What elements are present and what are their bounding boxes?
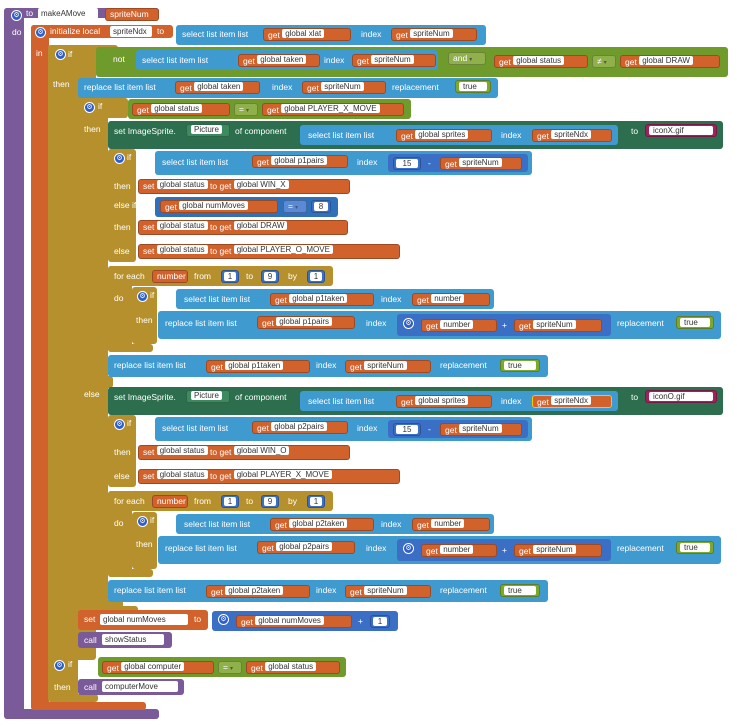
true-value[interactable]: true [500,359,540,372]
if-mutator-icon[interactable]: ⚙ [114,153,125,164]
picture-dropdown[interactable]: Picture [186,124,230,137]
select-list-item-label: select list item list [182,29,249,39]
true-value[interactable]: true [676,316,714,329]
get-global-taken[interactable]: get global taken [238,54,320,67]
if-mutator-icon[interactable]: ⚙ [137,291,148,302]
loop-var-number[interactable]: number [152,495,188,508]
get-spriteNum[interactable]: get spriteNum [352,54,436,67]
procedure-param: spriteNum [105,8,159,21]
get-spriteNum[interactable]: get spriteNum [391,28,477,41]
number-8[interactable]: 8 [311,200,331,213]
get-global-player-x-move[interactable]: get global PLAYER_X_MOVE [262,103,404,116]
set-global-status-win-o[interactable]: set global status to get global WIN_O [138,445,350,460]
get-global-draw[interactable]: get global DRAW [620,55,720,68]
number-1[interactable]: 1 [221,270,239,283]
initialize-mutator-icon[interactable]: ⚙ [35,27,46,38]
number-1[interactable]: 1 [221,495,239,508]
get-global-p1pairs[interactable]: get global p1pairs [252,155,348,168]
eq-dropdown[interactable]: =▾ [218,661,242,674]
number-1[interactable]: 1 [370,615,390,628]
if-else-win-x[interactable] [108,149,136,262]
get-global-p1taken[interactable]: get global p1taken [270,293,374,306]
procedure-dropdown[interactable]: showStatus [102,634,164,645]
picture-dropdown[interactable]: Picture [186,390,230,403]
number-9[interactable]: 9 [261,270,279,283]
number-15[interactable]: 15 [393,423,421,436]
set-global-status-draw[interactable]: set global status to get global DRAW [138,220,348,235]
number-15[interactable]: 15 [393,157,421,170]
get-global-numMoves[interactable]: get global numMoves [236,615,352,628]
get-global-p1pairs[interactable]: get global p1pairs [257,316,355,329]
get-number[interactable]: get number [421,544,497,557]
string-iconO[interactable]: iconO.gif [645,390,717,403]
if-label: if [68,49,73,59]
get-global-sprites[interactable]: get global sprites [396,395,492,408]
set-global-status-player-o[interactable]: set global status to get global PLAYER_O… [138,244,400,259]
procedure-mutator-icon[interactable]: ⚙ [11,10,22,21]
if-mutator-icon[interactable]: ⚙ [114,419,125,430]
get-number[interactable]: get number [412,293,490,306]
get-global-p2taken[interactable]: get global p2taken [270,518,374,531]
initialize-label: initialize local [50,26,101,36]
eq-dropdown[interactable]: =▾ [283,200,307,213]
get-spriteNum[interactable]: get spriteNum [345,360,431,373]
get-global-p2pairs[interactable]: get global p2pairs [257,541,355,554]
procedure-to-label: to [26,8,34,18]
then-label: then [53,79,70,89]
set-global-status-player-x[interactable]: set global status to get global PLAYER_X… [138,469,400,484]
get-spriteNum[interactable]: get spriteNum [440,423,522,436]
true-value[interactable]: true [676,541,714,554]
get-global-status[interactable]: get global status [132,103,230,116]
get-global-status[interactable]: get global status [494,55,588,68]
number-1[interactable]: 1 [307,270,325,283]
get-number[interactable]: get number [412,518,490,531]
if-mutator-icon[interactable]: ⚙ [84,102,95,113]
loop-var-number[interactable]: number [152,270,188,283]
get-global-taken[interactable]: get global taken [175,81,260,94]
get-global-p2pairs[interactable]: get global p2pairs [252,421,348,434]
not-label: not [113,54,125,64]
if-else-block-player[interactable] [78,98,108,608]
procedure-dropdown[interactable]: computerMove [102,681,178,692]
get-global-computer[interactable]: get global computer [102,661,214,674]
number-1[interactable]: 1 [307,495,325,508]
neq-dropdown[interactable]: ≠▾ [592,55,616,68]
else-label: else [84,389,100,399]
get-spriteNum[interactable]: get spriteNum [302,81,386,94]
get-spriteNum[interactable]: get spriteNum [440,157,522,170]
initialize-in-label: in [36,48,43,58]
and-dropdown[interactable]: and▾ [448,52,486,65]
true-value[interactable]: true [500,584,540,597]
math-mutator-icon[interactable]: ⚙ [218,614,229,625]
math-mutator-icon[interactable]: ⚙ [403,318,414,329]
if-mutator-icon[interactable]: ⚙ [137,516,148,527]
get-global-p2taken[interactable]: get global p2taken [206,585,310,598]
set-global-status[interactable]: set global status to get global WIN_X [138,179,350,194]
true-value[interactable]: true [455,80,491,93]
if-mutator-icon[interactable]: ⚙ [55,49,66,60]
local-var-name-field[interactable]: spriteNdx [110,26,152,37]
if-mutator-icon[interactable]: ⚙ [54,660,65,671]
get-global-status[interactable]: get global status [246,661,340,674]
procedure-name-field[interactable]: makeAMove [38,8,98,19]
get-global-p1taken[interactable]: get global p1taken [206,360,310,373]
get-global-sprites[interactable]: get global sprites [396,129,492,142]
get-spriteNum[interactable]: get spriteNum [514,544,602,557]
string-iconX[interactable]: iconX.gif [645,124,717,137]
number-9[interactable]: 9 [261,495,279,508]
initialize-to-label: to [157,26,165,36]
get-spriteNdx[interactable]: get spriteNdx [532,395,612,408]
get-spriteNum[interactable]: get spriteNum [345,585,431,598]
get-number[interactable]: get number [421,319,497,332]
get-global-numMoves[interactable]: get global numMoves [160,200,278,213]
procedure-do-label: do [12,27,22,37]
get-spriteNum[interactable]: get spriteNum [514,319,602,332]
get-global-xlat[interactable]: get global xlat [263,28,351,41]
var-dropdown[interactable]: global numMoves [100,614,188,625]
eq-dropdown[interactable]: =▾ [234,103,258,116]
math-mutator-icon[interactable]: ⚙ [403,543,414,554]
index-label: index [361,29,382,39]
get-spriteNdx[interactable]: get spriteNdx [532,129,612,142]
